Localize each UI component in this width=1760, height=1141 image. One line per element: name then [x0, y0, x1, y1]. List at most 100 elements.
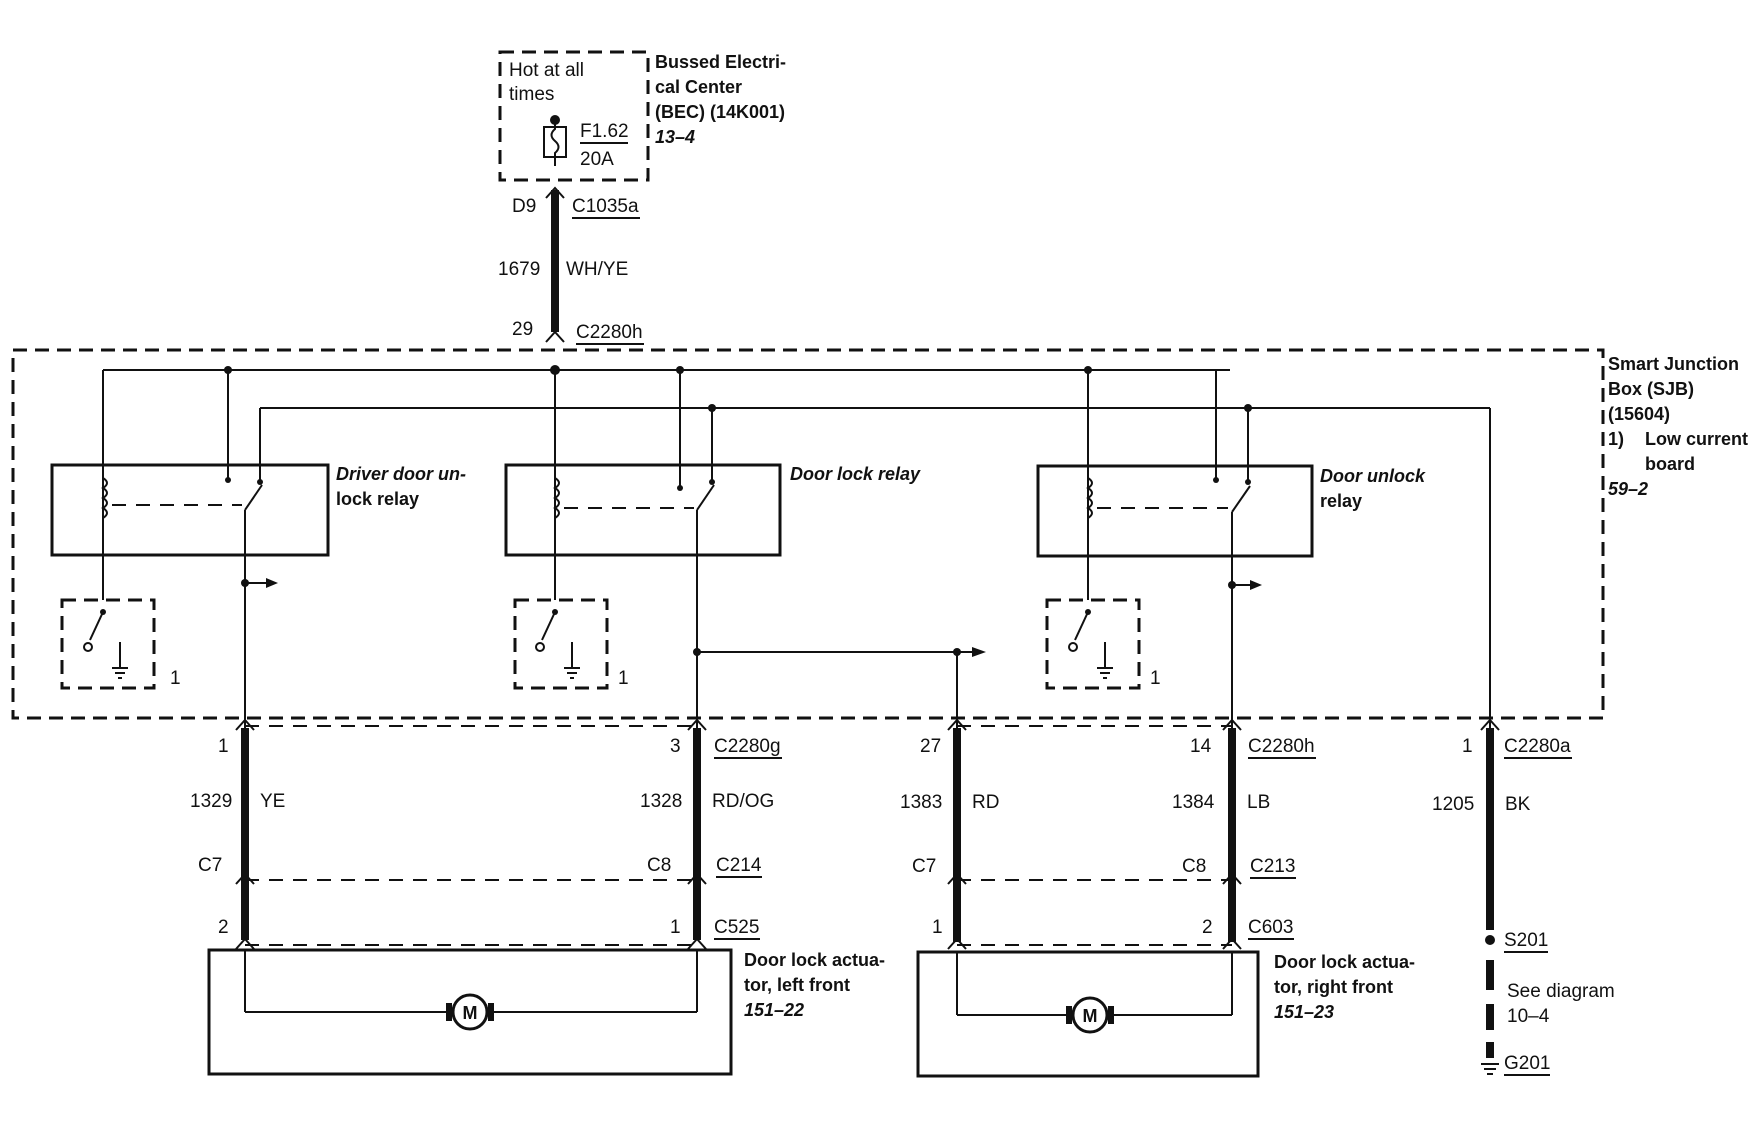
fuse-element-icon	[550, 120, 560, 166]
board-3-contact	[1068, 642, 1078, 652]
lb-conn-top-icon	[1222, 718, 1242, 731]
bec-title2: cal Center	[655, 77, 742, 97]
board-3-switch-icon	[1074, 611, 1089, 641]
relay-3-name2: relay	[1320, 491, 1362, 511]
board-switch-3: 1	[1045, 598, 1161, 690]
bk-circuit: 1205	[1432, 794, 1474, 815]
relay-1-nc-contact	[225, 477, 231, 483]
ground-circuit: 1 C2280a 1205 BK S201 See diagram 10–4 G…	[1432, 718, 1615, 1076]
rdog-pin-top: 3	[670, 736, 681, 757]
rd-pin-bottom: 1	[932, 917, 943, 938]
relay-3-coil-icon	[1086, 477, 1093, 519]
see-diagram-line2: 10–4	[1507, 1006, 1550, 1027]
act-right-name2: tor, right front	[1274, 977, 1393, 997]
conn-c2280a-label: C2280a	[1504, 736, 1571, 757]
relay-1-coil-icon	[101, 477, 108, 519]
rdog-circuit: 1328	[640, 791, 682, 812]
feed-wire-group: D9 C1035a 1679 WH/YE 29 C2280h	[498, 186, 644, 345]
sjb-note-num: 1)	[1608, 429, 1624, 449]
rd-conn-top-icon	[947, 718, 967, 731]
board-switch-2: 1	[513, 598, 629, 690]
rdog-pin-bottom: 1	[670, 917, 681, 938]
see-diagram-line1: See diagram	[1507, 981, 1615, 1002]
conn-c213-label: C213	[1250, 856, 1295, 877]
bec-ref: 13–4	[655, 127, 695, 147]
relay-3-name1: Door unlock	[1320, 466, 1426, 486]
fuse-id: F1.62	[580, 121, 629, 142]
board-2-note: 1	[618, 668, 629, 689]
relay-2-arrow-icon	[972, 647, 986, 657]
relay-3-nc-contact	[1213, 477, 1219, 483]
board-1-box	[60, 598, 156, 690]
act-right-ref: 151–23	[1274, 1002, 1334, 1022]
ye-circuit: 1329	[190, 791, 232, 812]
ye-conn-mid-icon	[235, 872, 255, 885]
board-1-note: 1	[170, 668, 181, 689]
lb-pin-mid: C8	[1182, 856, 1206, 877]
act-left-name1: Door lock actua-	[744, 950, 885, 970]
board-switch-1: 1	[60, 598, 181, 690]
sjb-title1: Smart Junction	[1608, 354, 1739, 374]
ye-conn-top-icon	[235, 718, 255, 731]
relay-door-lock: Door lock relay	[504, 370, 986, 738]
conn-c214-label: C214	[716, 855, 762, 876]
sjb-box	[11, 348, 1605, 720]
act-left-name2: tor, left front	[744, 975, 850, 995]
ye-pin-mid: C7	[198, 855, 222, 876]
ground-g201-label: G201	[1504, 1053, 1550, 1074]
relay-1-name2: lock relay	[336, 489, 419, 509]
relay-1-switch-icon	[244, 484, 263, 511]
board-2-box	[513, 598, 609, 690]
rd-pin-mid: C7	[912, 856, 936, 877]
relay-3-switch-icon	[1231, 485, 1251, 513]
board-1-switch-icon	[89, 611, 104, 641]
bk-conn-top-icon	[1480, 718, 1500, 731]
fuse-rating: 20A	[580, 149, 614, 170]
feed-circuit: 1679	[498, 259, 540, 280]
actuator-right-box	[916, 950, 1260, 1078]
bec-group: Hot at all times F1.62 20A Bussed Electr…	[498, 50, 786, 182]
board-2-contact	[535, 642, 545, 652]
lb-conn-bot-icon	[1222, 937, 1242, 950]
conn-c603-label: C603	[1248, 917, 1293, 938]
board-3-ground-icon	[1097, 667, 1113, 679]
lb-conn-mid-icon	[1222, 872, 1242, 885]
rd-conn-bot-icon	[947, 937, 967, 950]
relay-1-name1: Driver door un-	[336, 464, 466, 484]
relay-1-no-contact	[257, 479, 263, 485]
right-harness: 27 1383 RD C7 1 14 1384 LB C8 2 C2280h C…	[900, 718, 1316, 950]
relay-door-unlock: Door unlock relay	[1036, 370, 1426, 738]
relay-3-arrow-icon	[1250, 580, 1262, 590]
board-1-contact	[83, 642, 93, 652]
motor-left-brush-r	[488, 1003, 494, 1021]
relay-2-box	[504, 463, 782, 557]
conn-c2280g-label: C2280g	[714, 736, 781, 757]
sjb-title2: Box (SJB)	[1608, 379, 1694, 399]
relay-driver-unlock: Driver door un- lock relay	[50, 370, 466, 738]
board-2-switch-icon	[541, 611, 556, 641]
rdog-pin-mid: C8	[647, 855, 671, 876]
relay-3-no-contact	[1245, 479, 1251, 485]
sjb-label-group: Smart Junction Box (SJB) (15604) 1) Low …	[1608, 354, 1748, 499]
g201-ground-icon	[1481, 1063, 1499, 1075]
motor-left-label: M	[463, 1003, 478, 1023]
bec-hot-line2: times	[509, 84, 554, 105]
bec-box	[498, 50, 650, 182]
conn-c2280h-label: C2280h	[1248, 736, 1315, 757]
motor-right-label: M	[1083, 1006, 1098, 1026]
splice-s201-dot	[1485, 935, 1495, 945]
motor-right-brush-r	[1108, 1006, 1114, 1024]
rd-circuit: 1383	[900, 792, 942, 813]
feed-pin-top: D9	[512, 196, 536, 217]
actuator-right-front: M Door lock actua- tor, right front 151–…	[916, 950, 1415, 1078]
feed-conn-top: C1035a	[572, 196, 639, 217]
ye-conn-bot-icon	[235, 937, 255, 950]
rdog-color: RD/OG	[712, 791, 774, 812]
splice-s201-label: S201	[1504, 930, 1548, 951]
bec-title1: Bussed Electri-	[655, 52, 786, 72]
motor-left-brush-l	[446, 1003, 452, 1021]
lb-pin-top: 14	[1190, 736, 1212, 757]
board-2-ground-icon	[564, 667, 580, 679]
sjb-note1: Low current	[1645, 429, 1748, 449]
